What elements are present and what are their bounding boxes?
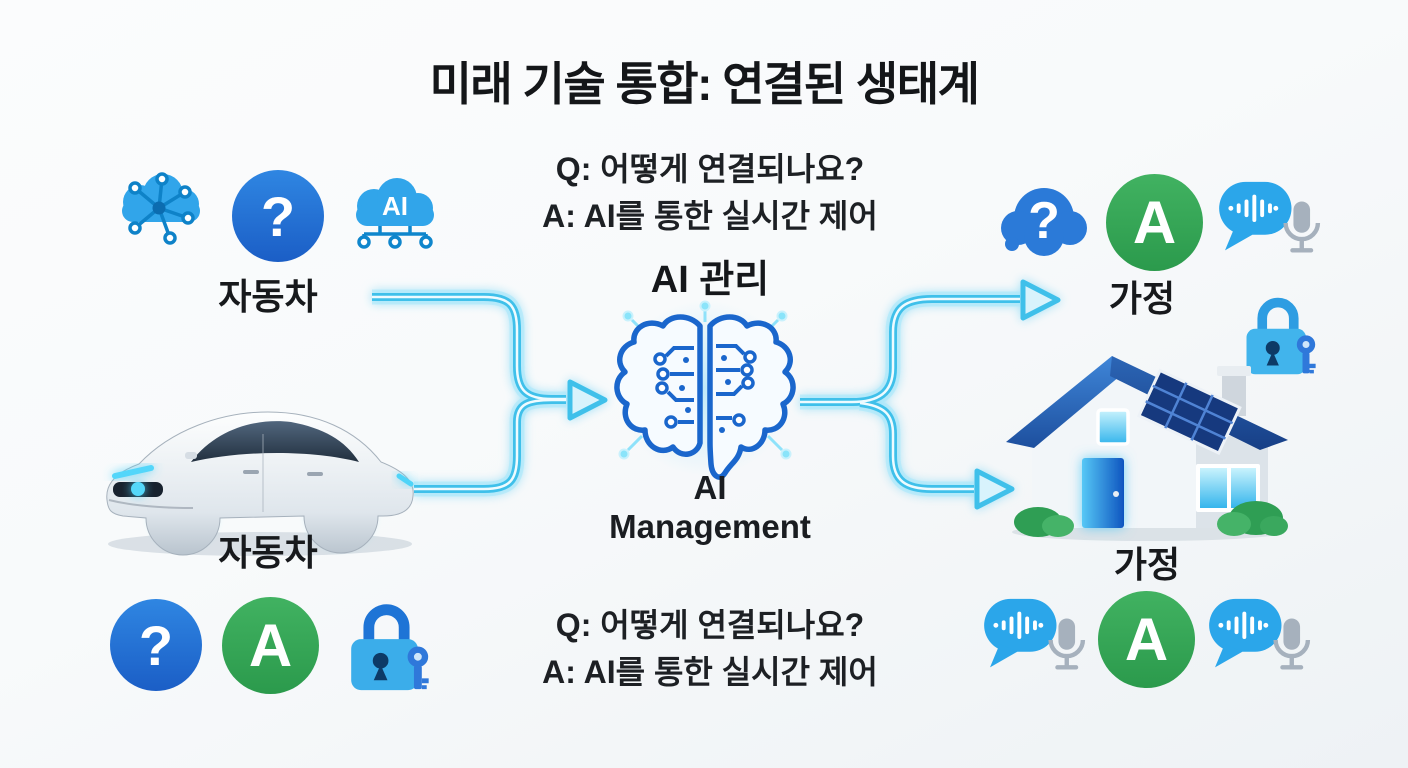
question-glyph: ?: [1028, 192, 1060, 250]
circuit-nodes: [653, 350, 757, 429]
microphone: [1273, 618, 1311, 670]
home-label-top: 가정: [1108, 278, 1176, 319]
attic-window: [1096, 408, 1130, 446]
taillight-glow: [396, 473, 414, 487]
question-cloud-icon: ?: [1001, 188, 1087, 256]
question-circle-icon: ?: [110, 599, 202, 691]
arrowhead-to-home-top: [1020, 279, 1061, 321]
arrowhead-into-hub: [567, 379, 608, 421]
hub-title-english: AI Management: [495, 468, 925, 546]
arrow-hub-to-home-top: [800, 295, 1020, 406]
headlight-glow: [112, 465, 154, 479]
lock-key-icon: [1246, 297, 1316, 375]
answer-circle-icon: A: [1106, 173, 1203, 271]
solar-panel: [1136, 368, 1242, 455]
hub-en-line2: Management: [609, 508, 811, 545]
page-title: 미래 기술 통합: 연결된 생태계: [429, 58, 980, 110]
answer-line: A: AI를 통한 실시간 제어: [542, 654, 878, 690]
key-glyph: [1296, 335, 1316, 374]
answer-glyph: A: [248, 611, 293, 679]
smart-car-illustration: [106, 411, 414, 556]
voice-chat-mic-icon: [1209, 598, 1311, 670]
answer-line: A: AI를 통한 실시간 제어: [542, 198, 878, 234]
car-label-bottom: 자동차: [218, 532, 318, 573]
waveform: [1218, 611, 1269, 639]
cloud-network-icon: [122, 172, 200, 245]
microphone: [1283, 201, 1321, 253]
voice-chat-mic-icon: [1219, 181, 1321, 253]
answer-glyph: A: [1132, 188, 1177, 256]
question-glyph: ?: [260, 184, 296, 248]
question-line: Q: 어떻게 연결되나요?: [555, 607, 865, 643]
side-mirror: [185, 452, 197, 459]
grille-light: [131, 482, 145, 496]
microphone: [1048, 618, 1086, 670]
arrowhead-to-home-bottom: [974, 468, 1015, 510]
brain-right-hemisphere: [707, 314, 796, 480]
roof-left-slope: [1006, 356, 1120, 448]
circuit-dots: [679, 355, 731, 433]
home-bottom-icon-row: A: [982, 588, 1311, 690]
arrow-inner-highlight: [372, 295, 1020, 491]
car-bottom-icon-row: ? A: [110, 594, 434, 696]
car-top-icon-row: ? AI: [110, 166, 446, 266]
key-glyph: [407, 646, 429, 690]
qa-block-top: Q: 어떻게 연결되나요? A: AI를 통한 실시간 제어: [495, 146, 925, 240]
ai-circuit-brain-icon: [614, 300, 796, 480]
car-label-top: 자동차: [218, 276, 318, 317]
front-door: [1082, 458, 1124, 528]
lock-key-icon: [351, 604, 429, 691]
hub-title-korean: AI 관리: [650, 259, 770, 301]
ai-cloud-icon: AI: [356, 178, 434, 249]
answer-circle-icon: A: [222, 596, 319, 694]
home-top-icon-row: ? A: [996, 172, 1321, 272]
hub-en-line1: AI: [693, 469, 727, 506]
question-circle-icon: ?: [232, 170, 324, 262]
waveform: [993, 611, 1044, 639]
question-line: Q: 어떻게 연결되나요?: [555, 151, 865, 187]
smart-home-illustration: [1006, 356, 1288, 541]
brain-circuits: [664, 344, 746, 424]
voice-chat-mic-icon: [984, 598, 1086, 670]
bushes: [1014, 501, 1288, 537]
qa-block-bottom: Q: 어떻게 연결되나요? A: AI를 통한 실시간 제어: [495, 602, 925, 696]
answer-circle-icon: A: [1098, 590, 1195, 688]
arrow-heads: [567, 279, 1061, 510]
home-label-bottom: 가정: [1113, 544, 1181, 585]
waveform: [1228, 194, 1279, 222]
side-window: [1196, 464, 1260, 512]
answer-glyph: A: [1124, 605, 1169, 673]
question-glyph: ?: [138, 613, 174, 677]
car-glass: [191, 421, 359, 462]
ai-cloud-text: AI: [382, 191, 408, 221]
